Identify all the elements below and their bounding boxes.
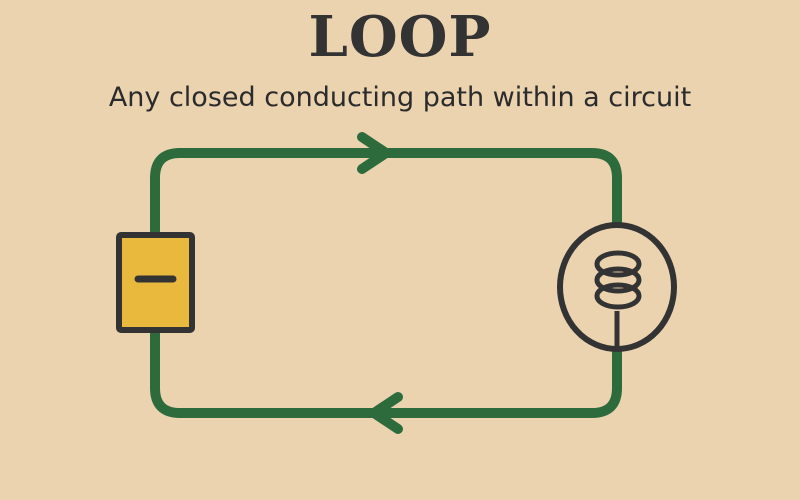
lamp-icon <box>557 222 677 352</box>
page-title: LOOP <box>308 4 492 70</box>
loop-wire <box>150 148 622 418</box>
subtitle: Any closed conducting path within a circ… <box>108 82 692 113</box>
battery-icon <box>116 232 195 333</box>
arrow-left-icon <box>369 392 403 434</box>
arrow-right-icon <box>357 132 391 174</box>
